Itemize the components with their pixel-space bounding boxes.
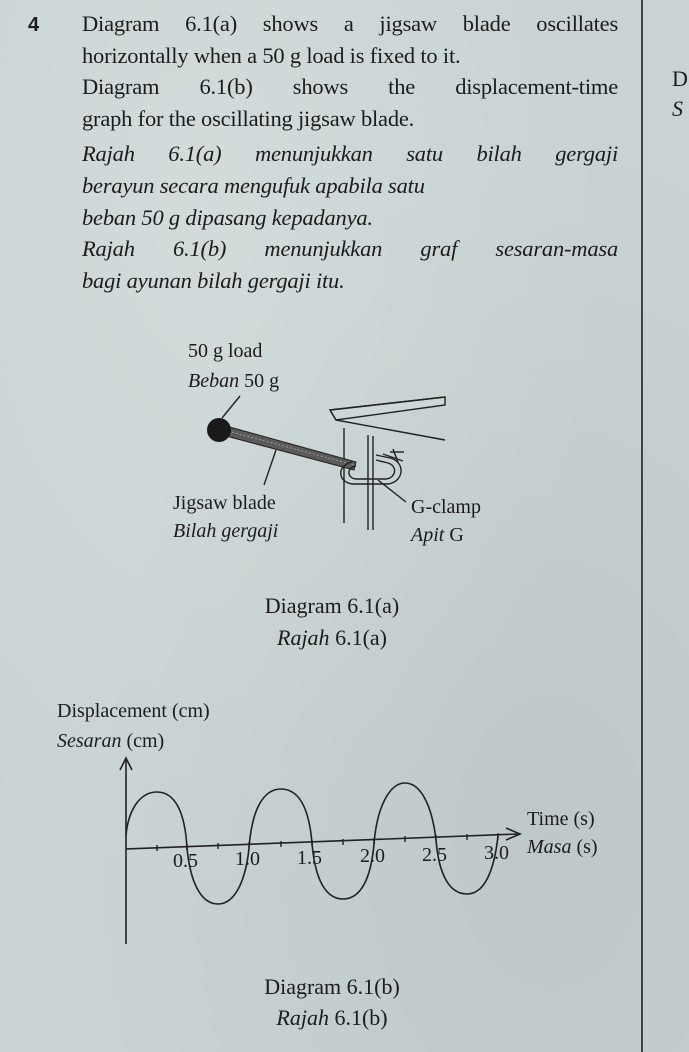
question-text-ms-2: Rajah 6.1(b) menunjukkan graf sesaran-ma… bbox=[82, 233, 618, 297]
blade-label-en: Jigsaw blade bbox=[173, 492, 276, 514]
question-text-en-1: Diagram 6.1(a) shows a jigsaw blade osci… bbox=[82, 8, 618, 72]
margin-letter: S bbox=[672, 96, 683, 121]
x-tick-label: 1.0 bbox=[235, 848, 260, 870]
g-clamp-icon bbox=[340, 448, 404, 485]
x-tick-label: 2.0 bbox=[360, 845, 385, 867]
x-tick-label: 3.0 bbox=[484, 842, 509, 864]
text-line: berayun secara mengufuk apabila satu bbox=[82, 173, 425, 198]
text-line: Rajah 6.1(b) menunjukkan graf sesaran-ma… bbox=[82, 236, 618, 261]
text-line: bagi ayunan bilah gergaji itu. bbox=[82, 268, 345, 293]
margin-letter: D bbox=[672, 66, 688, 91]
y-axis-label-ms: Sesaran (cm) bbox=[57, 730, 165, 752]
question-text-en-2: Diagram 6.1(b) shows the displacement-ti… bbox=[82, 71, 618, 135]
question-text-ms-1: Rajah 6.1(a) menunjukkan satu bilah gerg… bbox=[82, 138, 618, 234]
question-number: 4 bbox=[28, 14, 40, 36]
text-line: graph for the oscillating jigsaw blade. bbox=[82, 106, 415, 131]
blade-label-ms: Bilah gergaji bbox=[173, 520, 279, 542]
x-axis-label-en: Time (s) bbox=[527, 808, 595, 830]
text-line: Diagram 6.1(a) shows a jigsaw blade osci… bbox=[82, 11, 618, 36]
load-label-en: 50 g load bbox=[188, 340, 263, 362]
x-tick-label: 0.5 bbox=[173, 850, 198, 872]
diagram-b-caption-en: Diagram 6.1(b) bbox=[264, 974, 400, 999]
margin-rule bbox=[641, 0, 643, 1052]
text-line: Diagram 6.1(b) shows the displacement-ti… bbox=[82, 74, 618, 99]
table-icon bbox=[328, 396, 446, 530]
text-line: Rajah 6.1(a) menunjukkan satu bilah gerg… bbox=[82, 141, 618, 166]
text-line: horizontally when a 50 g load is fixed t… bbox=[82, 43, 461, 68]
x-axis bbox=[125, 827, 523, 850]
clamp-label-ms: Apit G bbox=[411, 524, 464, 546]
x-axis-label-ms: Masa (s) bbox=[527, 836, 598, 858]
displacement-curve bbox=[125, 782, 499, 905]
diagram-a-caption-en: Diagram 6.1(a) bbox=[264, 593, 400, 618]
x-tick-label: 2.5 bbox=[422, 844, 447, 866]
load-mass-icon bbox=[207, 418, 231, 442]
text-line: beban 50 g dipasang kepadanya. bbox=[82, 205, 373, 230]
y-axis bbox=[119, 756, 133, 944]
diagram-b-caption-ms: Rajah 6.1(b) bbox=[276, 1005, 388, 1030]
y-axis-label-en: Displacement (cm) bbox=[57, 700, 210, 722]
diagram-a-caption-ms: Rajah 6.1(a) bbox=[277, 625, 387, 650]
load-label-ms: Beban 50 g bbox=[188, 370, 280, 392]
clamp-label-en: G-clamp bbox=[411, 496, 481, 518]
x-tick-label: 1.5 bbox=[297, 847, 322, 869]
